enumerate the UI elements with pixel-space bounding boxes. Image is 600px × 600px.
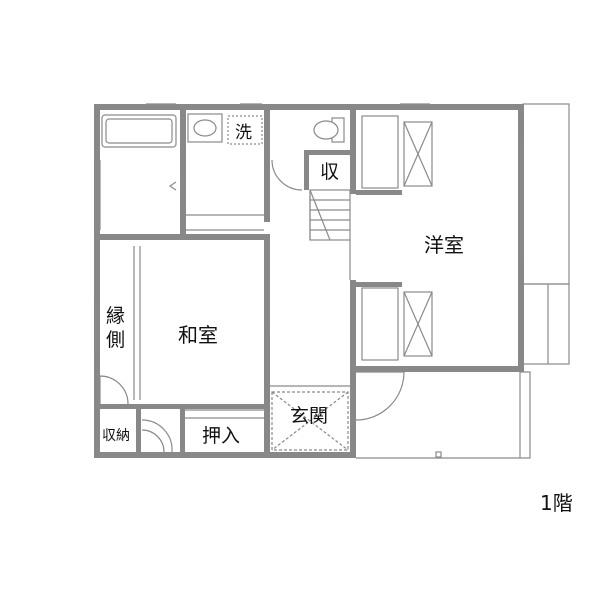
floor-label: 1階: [540, 491, 573, 515]
walls: [94, 104, 524, 458]
windows: [95, 103, 523, 350]
western-room-label: 洋室: [424, 233, 464, 257]
western-closets: [361, 115, 433, 361]
japanese-sliding-doors: [133, 246, 269, 419]
japanese-room-label: 和室: [178, 323, 218, 347]
veranda-label-2: 側: [106, 329, 125, 351]
exterior-outlines: [356, 103, 570, 459]
oshiire-label: 押入: [202, 425, 240, 447]
stairs: [309, 189, 351, 280]
fixtures: [95, 113, 345, 231]
entrance-label: 玄関: [290, 405, 328, 427]
washroom-label: 洗: [235, 123, 252, 143]
door-swings: [99, 159, 405, 453]
veranda-label-1: 縁: [106, 305, 125, 327]
entrance-area: [270, 385, 350, 451]
storage-upper-label: 収: [320, 161, 339, 183]
storage-closet-label: 収納: [102, 428, 130, 444]
sink-icon: [187, 113, 223, 143]
washer-spot: [227, 115, 263, 145]
toilet-icon: [313, 117, 345, 143]
bathtub-icon: [101, 114, 177, 148]
room-labels: 洗 収 洋室 和室 縁 側 収納 押入 玄関: [102, 123, 464, 447]
